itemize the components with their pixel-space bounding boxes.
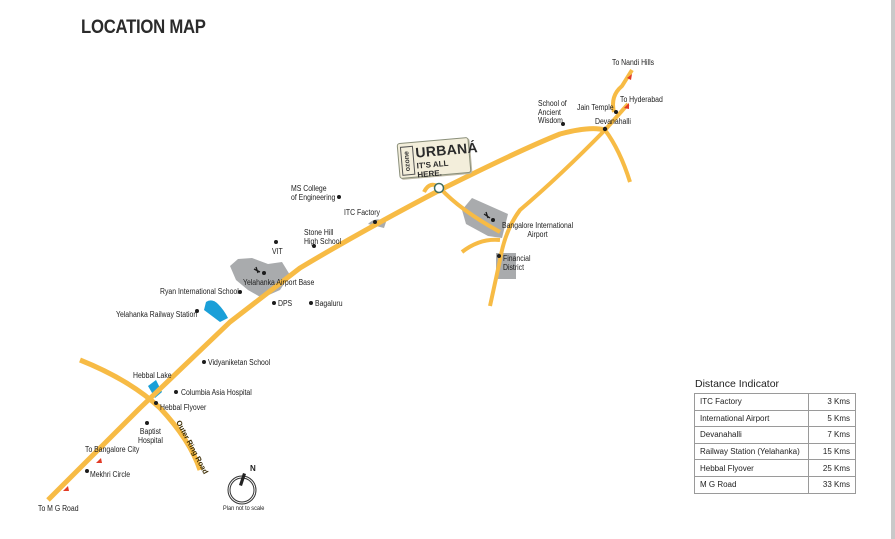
financial-dot: [497, 254, 501, 258]
label-to-blr-city: To Bangalore City: [85, 445, 140, 454]
hebbal-orr-road: [79, 357, 203, 471]
row-km: 5 Kms: [808, 409, 856, 427]
main-highway: [46, 126, 606, 502]
label-school-ancient: School of Ancient Wisdom: [538, 99, 567, 125]
label-baptist: Baptist Hospital: [138, 427, 163, 445]
label-dps: DPS: [278, 299, 293, 308]
vidyaniketan-dot: [202, 360, 206, 364]
stone-hill-dot: [312, 244, 316, 248]
plane-icon-base: [253, 266, 261, 274]
devanahalli-south: [603, 128, 632, 183]
vit-dot: [274, 240, 278, 244]
row-km: 3 Kms: [808, 393, 856, 411]
to-hyderabad: [603, 102, 630, 132]
airport-loop: [488, 128, 607, 307]
jain-temple-dot: [614, 110, 618, 114]
label-vidyaniketan: Vidyaniketan School: [208, 358, 271, 367]
airport-spur: [460, 237, 501, 254]
yelahanka-base-dot: [262, 271, 266, 275]
distance-title: Distance Indicator: [695, 378, 780, 390]
label-not-to-scale: Plan not to scale: [223, 505, 265, 512]
label-itc: ITC Factory: [344, 208, 380, 217]
airport-dot: [491, 218, 495, 222]
arrow-nandi-icon: [627, 74, 632, 80]
label-hebbal-lake: Hebbal Lake: [133, 371, 172, 380]
bagaluru-dot: [309, 301, 313, 305]
columbia-dot: [174, 390, 178, 394]
dps-dot: [272, 301, 276, 305]
label-financial: Financial District: [503, 254, 531, 272]
label-devanahalli: Devanahalli: [595, 117, 631, 126]
row-place: International Airport: [694, 409, 809, 427]
label-yelahanka-rail: Yelahanka Railway Station: [116, 310, 198, 319]
row-km: 25 Kms: [808, 459, 856, 477]
arrow-mg-icon: [63, 486, 69, 491]
table-row: Railway Station (Yelahanka)15 Kms: [694, 442, 856, 460]
row-place: Railway Station (Yelahanka): [694, 442, 809, 460]
logo-brand: ozone: [399, 145, 416, 176]
arrow-city-icon: [96, 458, 102, 463]
compass-icon: [227, 473, 257, 505]
row-place: M G Road: [694, 475, 809, 494]
label-nandi: To Nandi Hills: [612, 58, 655, 67]
label-stone-hill: Stone Hill High School: [304, 228, 342, 246]
orr-label: Outer Ring Road: [174, 419, 210, 476]
mekhri-dot: [85, 469, 89, 473]
label-hebbal-flyover: Hebbal Flyover: [160, 403, 207, 412]
scroll-edge: [891, 0, 895, 539]
label-bagaluru: Bagaluru: [315, 299, 343, 308]
row-place: Devanahalli: [694, 426, 809, 444]
label-yelahanka-base: Yelahanka Airport Base: [243, 278, 315, 287]
label-ms-college: MS College of Engineering: [291, 184, 336, 202]
compass-n: N: [250, 464, 256, 473]
row-km: 7 Kms: [808, 426, 856, 444]
hebbal-flyover-dot: [154, 401, 158, 405]
label-vit: VIT: [272, 247, 283, 256]
page-title: LOCATION MAP: [81, 17, 206, 38]
ms-college-dot: [337, 195, 341, 199]
arrow-hyderabad-icon: [624, 103, 629, 109]
site-marker: [433, 182, 445, 194]
to-nandi: [611, 68, 634, 113]
ryan-dot: [238, 290, 242, 294]
label-hyderabad: To Hyderabad: [620, 95, 663, 104]
itc-dot: [373, 220, 377, 224]
rail-dot: [195, 309, 199, 313]
row-place: Hebbal Flyover: [694, 459, 809, 477]
baptist-dot: [145, 421, 149, 425]
label-to-mg: To M G Road: [38, 504, 79, 513]
row-km: 33 Kms: [808, 475, 856, 494]
plane-icon: [483, 211, 491, 219]
label-columbia: Columbia Asia Hospital: [181, 388, 252, 397]
label-bia: Bangalore International Airport: [502, 221, 574, 239]
row-km: 15 Kms: [808, 442, 856, 460]
yelahanka-lake: [204, 300, 228, 322]
label-jain: Jain Temple: [577, 103, 614, 112]
label-ryan: Ryan International School: [160, 287, 239, 296]
label-mekhri: Mekhri Circle: [90, 470, 131, 479]
school-ancient-dot: [561, 122, 565, 126]
urbana-logo: ozone URBANÁ IT'S ALL HERE.: [396, 136, 478, 179]
devanahalli-dot: [602, 126, 608, 132]
row-place: ITC Factory: [694, 393, 809, 411]
